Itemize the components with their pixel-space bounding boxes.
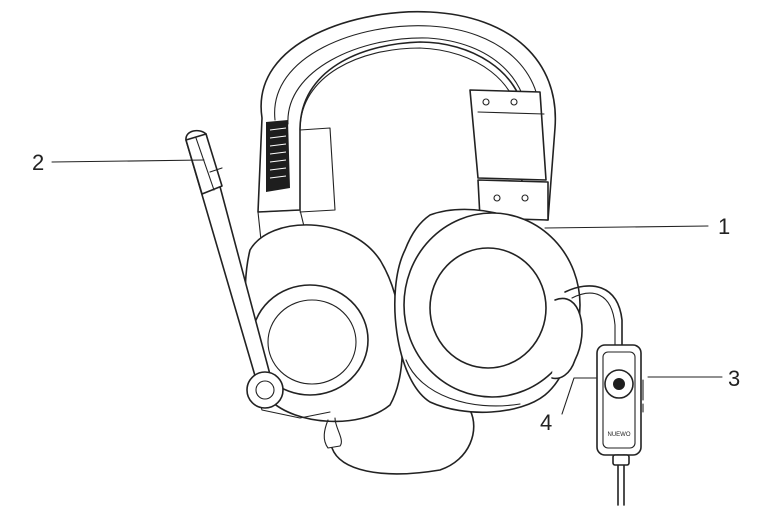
inline-remote: NUEWO	[596, 344, 644, 456]
right-ear-cup	[394, 208, 583, 414]
callout-1: 1	[718, 214, 730, 239]
microphone-boom	[185, 129, 284, 409]
callout-4: 4	[540, 410, 552, 435]
left-ear-cup	[244, 224, 475, 475]
callout-3: 3	[728, 366, 740, 391]
ear-cushion-opening	[429, 247, 547, 369]
remote-cable-bottom	[612, 454, 630, 506]
headband	[257, 10, 557, 307]
remote-logo: NUEWO	[608, 432, 631, 438]
cable	[564, 285, 623, 346]
callout-2: 2	[32, 150, 44, 175]
callout-lines	[51, 159, 723, 415]
